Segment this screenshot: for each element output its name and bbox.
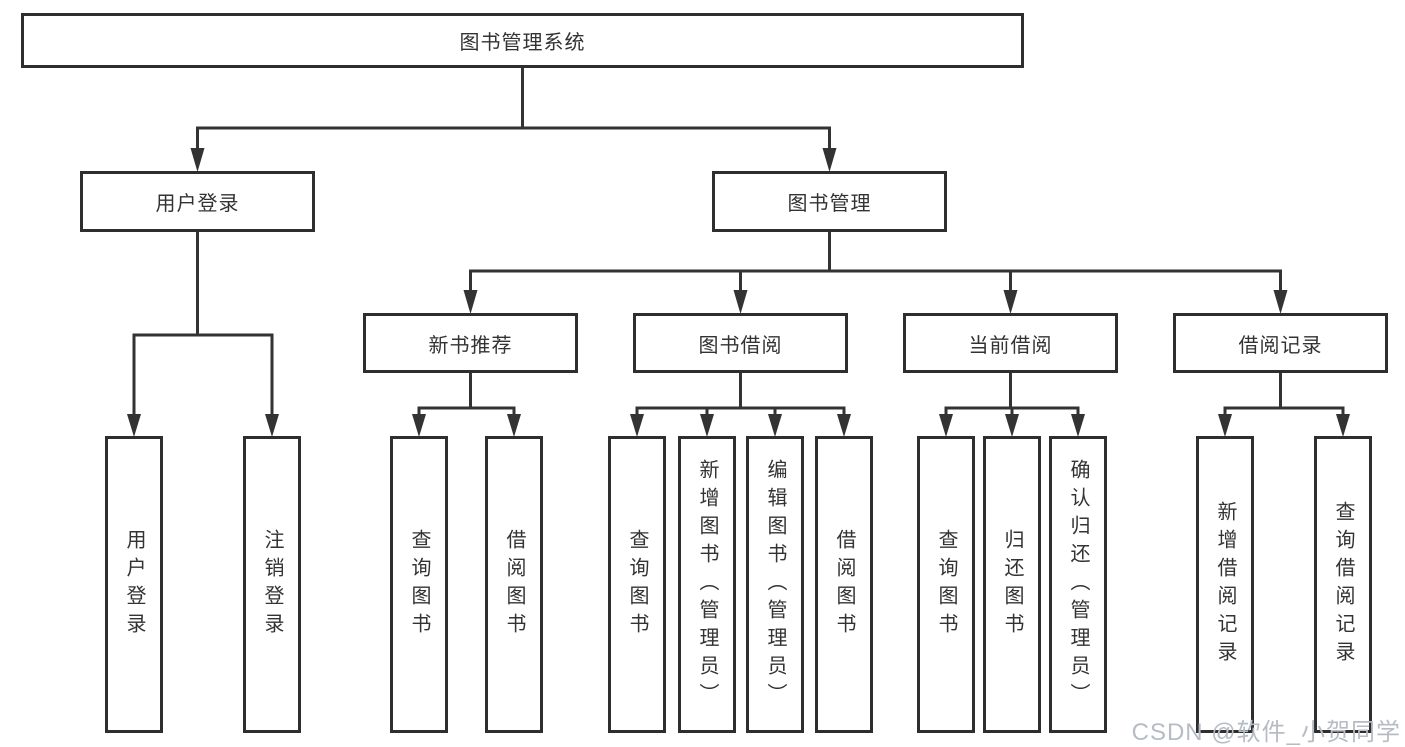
node-new-book-recommend: 新书推荐 [363, 313, 578, 373]
node-borrowing-records: 借阅记录 [1173, 313, 1388, 373]
leaf-logout: 注销登录 [243, 436, 301, 733]
leaf-borrow-books-borrowing: 借阅图书 [815, 436, 873, 733]
node-user-login: 用户登录 [80, 171, 315, 232]
leaf-add-borrow-record: 新增借阅记录 [1196, 436, 1254, 733]
leaf-user-login: 用户登录 [105, 436, 163, 733]
leaf-confirm-return-admin: 确认归还（管理员） [1049, 436, 1107, 733]
leaf-query-books-borrowing: 查询图书 [608, 436, 666, 733]
csdn-watermark: CSDN @软件_小贺同学 [1131, 719, 1401, 746]
arrowheads [127, 148, 1350, 437]
leaf-query-books-recommend: 查询图书 [390, 436, 448, 733]
leaf-add-books-admin: 新增图书（管理员） [678, 436, 736, 733]
leaf-edit-books-admin: 编辑图书（管理员） [746, 436, 804, 733]
leaf-borrow-books-recommend: 借阅图书 [485, 436, 543, 733]
node-book-borrowing: 图书借阅 [633, 313, 848, 373]
leaf-query-borrow-record: 查询借阅记录 [1314, 436, 1372, 733]
node-book-management: 图书管理 [712, 171, 947, 232]
node-library-system: 图书管理系统 [21, 13, 1024, 68]
leaf-query-books-current: 查询图书 [917, 436, 975, 733]
node-current-borrowing: 当前借阅 [903, 313, 1118, 373]
leaf-return-books: 归还图书 [983, 436, 1041, 733]
